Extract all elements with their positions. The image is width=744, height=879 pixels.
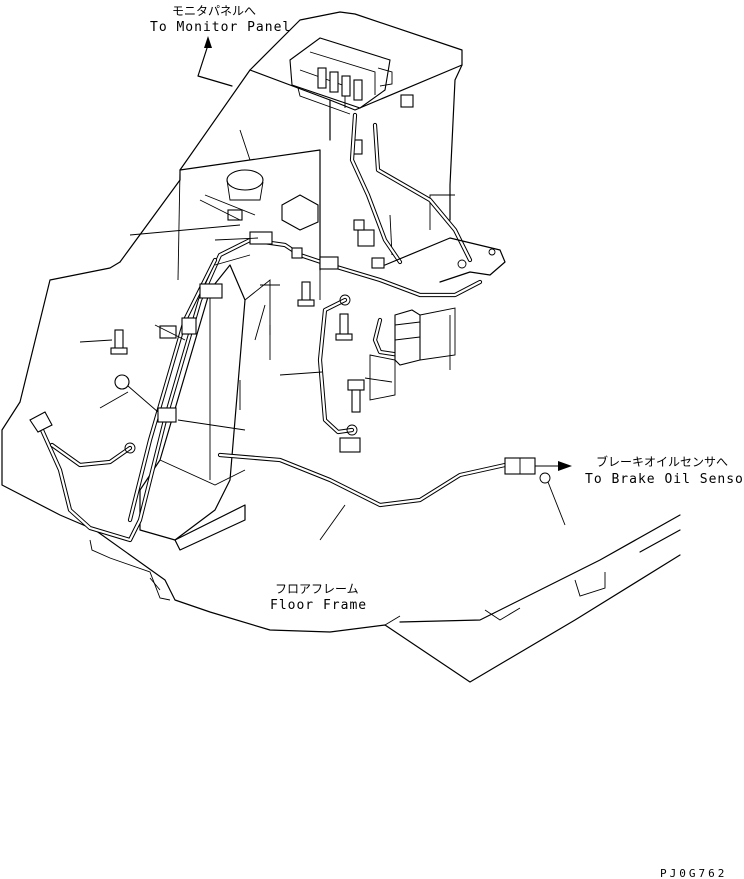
label-floor-en: Floor Frame bbox=[270, 598, 367, 613]
switch-assembly bbox=[204, 169, 264, 216]
bolt-icon bbox=[297, 281, 315, 307]
mounting-bolts bbox=[110, 281, 365, 453]
floor-frame-outline bbox=[1, 261, 681, 683]
harness-bracket-plate bbox=[384, 237, 506, 283]
label-brake-sensor: ブレーキオイルセンサへ To Brake Oil Sensor bbox=[585, 454, 744, 487]
monitor-connector-block[interactable] bbox=[289, 37, 393, 115]
brake-sensor-connector bbox=[504, 457, 566, 526]
label-monitor-en: To Monitor Panel bbox=[150, 20, 291, 35]
harness-connectors bbox=[157, 194, 385, 423]
bolt-icon bbox=[347, 379, 365, 413]
console-body bbox=[119, 11, 463, 551]
wiring-harness bbox=[39, 112, 508, 543]
bolt-icon bbox=[335, 313, 353, 341]
label-brake-en: To Brake Oil Sensor bbox=[585, 472, 744, 487]
label-monitor-panel: モニタパネルへ To Monitor Panel bbox=[150, 4, 291, 35]
label-monitor-jp: モニタパネルへ bbox=[172, 4, 256, 18]
small-relay bbox=[400, 94, 414, 108]
label-floor-frame: フロアフレーム Floor Frame bbox=[270, 582, 367, 613]
bolt-icon bbox=[114, 374, 159, 413]
arrow-to-brake-sensor-icon bbox=[558, 461, 572, 471]
leader-lines bbox=[79, 199, 393, 541]
bolt-icon bbox=[110, 329, 128, 355]
arrow-to-monitor-panel-icon bbox=[197, 36, 233, 87]
ground-terminals bbox=[29, 294, 358, 454]
nut-block bbox=[339, 437, 361, 453]
label-brake-jp: ブレーキオイルセンサへ bbox=[596, 454, 728, 469]
drawing-code: PJ0G762 bbox=[660, 867, 727, 879]
relay-block bbox=[369, 307, 456, 401]
label-floor-jp: フロアフレーム bbox=[275, 582, 359, 596]
